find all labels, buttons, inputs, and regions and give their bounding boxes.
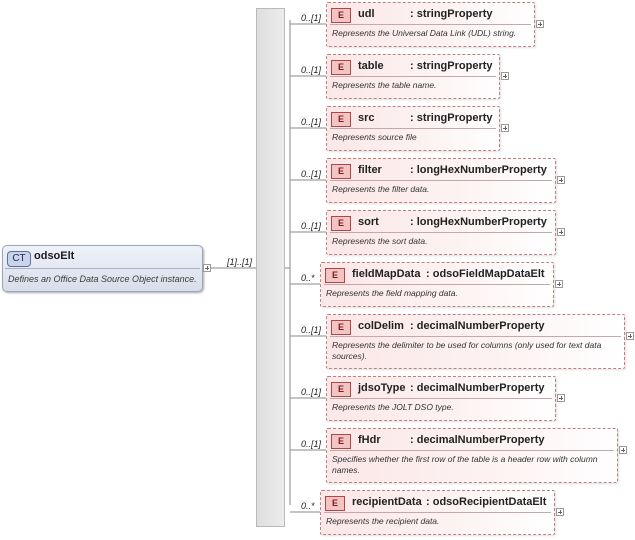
element-name: fHdr — [358, 434, 381, 446]
element-description: Represents the JOLT DSO type. — [332, 402, 454, 412]
divider — [330, 76, 496, 77]
element-badge: E — [331, 8, 351, 23]
element-type: : stringProperty — [410, 112, 493, 124]
element-name: jdsoType — [358, 382, 406, 394]
element-badge: E — [331, 320, 351, 335]
element-multiplicity: 0..* — [301, 501, 315, 511]
element-multiplicity: 0..[1] — [301, 169, 322, 179]
element-name: fieldMapData — [352, 268, 421, 280]
divider — [330, 128, 496, 129]
element-badge: E — [331, 434, 351, 449]
divider — [324, 284, 550, 285]
expand-icon[interactable] — [536, 20, 544, 28]
element-type: : decimalNumberProperty — [410, 382, 545, 394]
element-description: Represents the filter data. — [332, 184, 430, 194]
divider — [324, 512, 551, 513]
element-multiplicity: 0..* — [301, 273, 315, 283]
element-description: Represents the field mapping data. — [326, 288, 458, 298]
element-badge: E — [331, 216, 351, 231]
element-multiplicity: 0..[1] — [301, 221, 322, 231]
divider — [330, 232, 552, 233]
element-badge: E — [331, 164, 351, 179]
element-name: udl — [358, 8, 375, 20]
complex-type-badge: CT — [7, 251, 31, 267]
element-name: sort — [358, 216, 379, 228]
divider — [330, 336, 621, 337]
element-description: Represents the sort data. — [332, 236, 428, 246]
element-badge: E — [331, 60, 351, 75]
element-description: Specifies whether the first row of the t… — [332, 454, 598, 475]
element-description: Represents the recipient data. — [326, 516, 440, 526]
expand-icon[interactable] — [557, 394, 565, 402]
element-multiplicity: 0..[1] — [301, 387, 322, 397]
complex-type-box[interactable]: CT odsoElt Defines an Office Data Source… — [2, 245, 203, 292]
element-badge: E — [331, 382, 351, 397]
element-type: : longHexNumberProperty — [410, 164, 547, 176]
expand-icon[interactable] — [557, 228, 565, 236]
expand-icon[interactable] — [556, 508, 564, 516]
element-name: filter — [358, 164, 382, 176]
element-badge: E — [331, 112, 351, 127]
complex-type-expand-icon[interactable] — [203, 264, 211, 272]
expand-icon[interactable] — [626, 332, 634, 340]
element-name: recipientData — [352, 496, 422, 508]
element-type: : stringProperty — [410, 60, 493, 72]
expand-icon[interactable] — [555, 280, 563, 288]
element-type: : odsoRecipientDataElt — [426, 496, 547, 508]
expand-icon[interactable] — [501, 72, 509, 80]
element-multiplicity: 0..[1] — [301, 65, 322, 75]
divider — [330, 24, 531, 25]
element-badge: E — [325, 268, 345, 283]
divider — [330, 450, 614, 451]
expand-icon[interactable] — [501, 124, 509, 132]
element-description: Represents the Universal Data Link (UDL)… — [332, 28, 517, 38]
expand-icon[interactable] — [619, 446, 627, 454]
element-multiplicity: 0..[1] — [301, 325, 322, 335]
element-badge: E — [325, 496, 345, 511]
element-type: : decimalNumberProperty — [410, 434, 545, 446]
element-type: : stringProperty — [410, 8, 493, 20]
element-description: Represents the table name. — [332, 80, 437, 90]
element-type: : longHexNumberProperty — [410, 216, 547, 228]
divider — [330, 180, 552, 181]
element-multiplicity: 0..[1] — [301, 13, 322, 23]
element-type: : decimalNumberProperty — [410, 320, 545, 332]
divider — [5, 268, 200, 269]
sequence-multiplicity: [1]..[1] — [227, 257, 253, 267]
element-name: src — [358, 112, 375, 124]
element-multiplicity: 0..[1] — [301, 117, 322, 127]
element-type: : odsoFieldMapDataElt — [426, 268, 545, 280]
element-name: colDelim — [358, 320, 404, 332]
divider — [330, 398, 552, 399]
element-description: Represents source file — [332, 132, 417, 142]
element-description: Represents the delimiter to be used for … — [332, 340, 602, 361]
complex-type-description: Defines an Office Data Source Object ins… — [8, 274, 197, 284]
element-name: table — [358, 60, 384, 72]
expand-icon[interactable] — [557, 176, 565, 184]
complex-type-name: odsoElt — [34, 250, 75, 262]
element-multiplicity: 0..[1] — [301, 439, 322, 449]
sequence-compositor[interactable] — [256, 8, 285, 527]
